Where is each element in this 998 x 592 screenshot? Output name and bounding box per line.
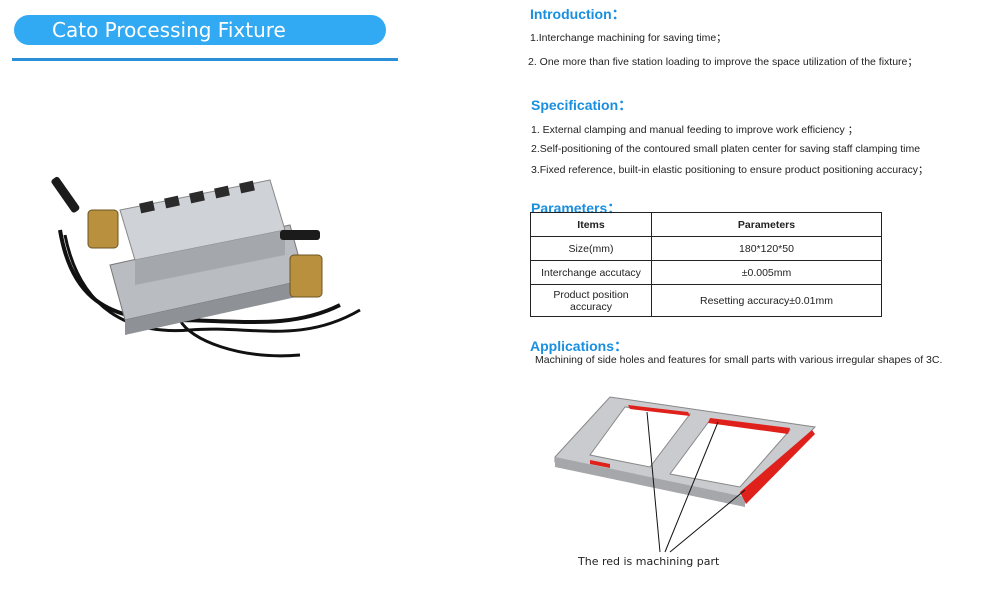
specification-item: 2.Self-positioning of the contoured smal…: [531, 143, 921, 155]
specification-item: 1. External clamping and manual feeding …: [531, 124, 859, 136]
table-cell: Interchange accutacy: [530, 260, 652, 285]
parameters-table: Items Parameters Size(mm) 180*120*50 Int…: [530, 212, 882, 317]
part-caption: The red is machining part: [578, 555, 720, 568]
table-cell: 180*120*50: [651, 236, 882, 261]
page-title: Cato Processing Fixture: [14, 15, 386, 45]
table-row: Size(mm) 180*120*50: [530, 236, 882, 261]
introduction-item: 1.Interchange machining for saving time；: [530, 32, 727, 44]
specification-heading: Specification：: [531, 97, 633, 113]
table-cell: Product position accuracy: [530, 284, 652, 317]
introduction-heading: Introduction：: [530, 6, 626, 22]
column-header: Items: [530, 212, 652, 237]
table-cell: ±0.005mm: [651, 260, 882, 285]
title-underline: [12, 58, 398, 61]
applications-heading: Applications：: [530, 338, 629, 354]
table-row: Interchange accutacy ±0.005mm: [530, 260, 882, 285]
table-row: Product position accuracy Resetting accu…: [530, 284, 882, 317]
introduction-item: 2. One more than five station loading to…: [528, 56, 918, 68]
column-header: Parameters: [651, 212, 882, 237]
part-diagram: [554, 396, 817, 553]
specification-item: 3.Fixed reference, built-in elastic posi…: [531, 164, 929, 176]
applications-text: Machining of side holes and features for…: [535, 354, 943, 366]
table-cell: Resetting accuracy±0.01mm: [651, 284, 882, 317]
fixture-photo: [51, 176, 361, 358]
table-cell: Size(mm): [530, 236, 652, 261]
table-header-row: Items Parameters: [530, 212, 882, 237]
